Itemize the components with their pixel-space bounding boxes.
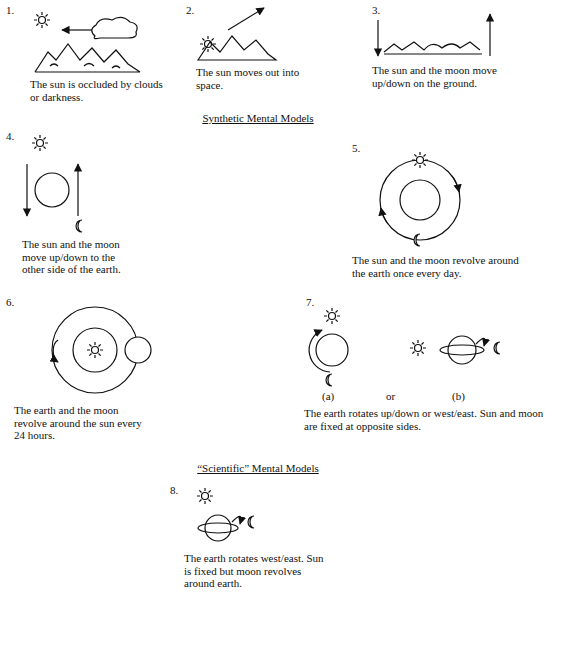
earth <box>400 180 440 220</box>
arrow-down <box>377 20 378 56</box>
panel-number: 5. <box>352 142 372 155</box>
orbit-arrow <box>452 176 459 192</box>
panel-number: 2. <box>186 4 206 17</box>
section-heading: “Scientific” Mental Models <box>148 462 368 475</box>
arrow <box>228 8 264 30</box>
arrow <box>62 29 92 30</box>
caption: The earth and the moon revolve around th… <box>14 404 146 442</box>
rotation-arrow <box>476 338 485 346</box>
panel-tag: (b) <box>452 390 476 403</box>
section-heading: Synthetic Mental Models <box>148 112 368 125</box>
cloud <box>92 17 137 38</box>
panel-number: 1. <box>6 4 26 17</box>
caption: The sun and the moon move up/down to the… <box>22 238 134 276</box>
earth <box>205 515 231 541</box>
earth <box>35 173 69 207</box>
moon-symbol <box>326 374 332 386</box>
orbit-arrow <box>381 208 388 224</box>
arrow-up <box>489 14 490 56</box>
rotation-arrow <box>232 516 241 524</box>
rotation-arrow <box>309 330 330 372</box>
caption: The sun and the moon revolve around the … <box>352 254 532 279</box>
caption: The sun and the moon move up/down on the… <box>372 64 498 89</box>
panel-number: 6. <box>6 296 26 309</box>
equator <box>440 345 484 355</box>
sun-disc <box>73 328 117 372</box>
mountains <box>35 44 140 72</box>
earth <box>125 337 151 363</box>
panel-number: 7. <box>306 296 326 309</box>
panel-number: 4. <box>6 130 26 143</box>
panel-number: 3. <box>372 4 392 17</box>
earth <box>448 336 476 364</box>
sun-symbol <box>34 12 50 28</box>
orbit-arrow <box>53 340 58 362</box>
caption: The sun is occluded by clouds or darknes… <box>30 78 170 103</box>
moon-symbol <box>494 342 500 354</box>
ground <box>384 42 482 54</box>
sun-symbol <box>32 135 48 151</box>
moon-symbol <box>76 220 82 232</box>
caption: The earth rotates west/east. Sun is fixe… <box>184 552 324 590</box>
sun-symbol <box>324 308 340 324</box>
sun-symbol <box>87 342 103 358</box>
arrow-down <box>26 164 27 216</box>
panel-tag: (a) <box>322 390 346 403</box>
moon-symbol <box>414 234 420 246</box>
earth <box>316 334 348 366</box>
caption: The earth rotates up/down or west/east. … <box>304 407 556 432</box>
caption: The sun moves out into space. <box>196 66 308 91</box>
arrow-up <box>77 164 78 216</box>
sun-symbol <box>410 340 426 356</box>
moon-symbol <box>248 516 254 528</box>
orbit <box>380 160 460 240</box>
mountains <box>198 36 276 60</box>
panel-tag: or <box>386 390 406 403</box>
sun-symbol <box>412 152 428 168</box>
panel-number: 8. <box>170 484 190 497</box>
sun-symbol <box>197 488 213 504</box>
equator <box>198 523 238 533</box>
